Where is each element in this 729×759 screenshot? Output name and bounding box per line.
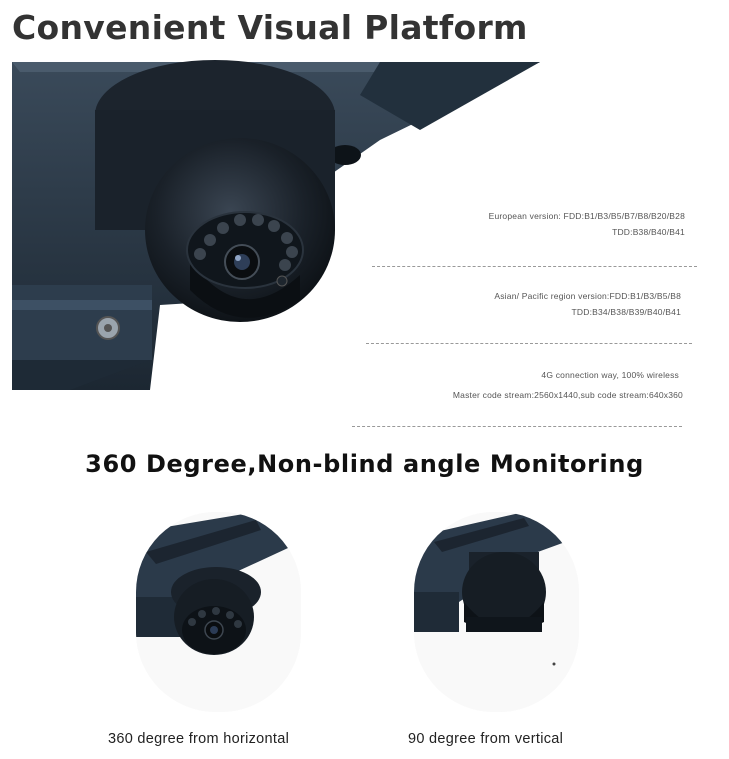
dome-camera-horizontal-icon [136, 512, 301, 712]
spec-connection: 4G connection way, 100% wireless [541, 367, 679, 383]
divider [366, 343, 692, 344]
spec-asia-fdd: Asian/ Pacific region version:FDD:B1/B3/… [494, 291, 681, 301]
divider [352, 426, 682, 427]
spec-asia: Asian/ Pacific region version:FDD:B1/B3/… [494, 288, 681, 320]
spec-stream-text: Master code stream:2560x1440,sub code st… [452, 390, 683, 400]
spec-european-tdd: TDD:B38/B40/B41 [612, 227, 685, 237]
spec-connection-text: 4G connection way, 100% wireless [541, 370, 679, 380]
monitoring-title: 360 Degree,Non-blind angle Monitoring [85, 450, 644, 478]
horizontal-camera-frame [136, 512, 301, 712]
spec-european: European version: FDD:B1/B3/B5/B7/B8/B20… [489, 208, 685, 240]
horizontal-caption: 360 degree from horizontal [108, 731, 290, 747]
vertical-caption: 90 degree from vertical [408, 731, 564, 747]
spec-stream: Master code stream:2560x1440,sub code st… [453, 387, 683, 403]
vertical-camera-frame [414, 512, 579, 712]
page-title: Convenient Visual Platform [12, 8, 528, 47]
dome-camera-vertical-icon [414, 512, 579, 712]
spec-asia-tdd: TDD:B34/B38/B39/B40/B41 [571, 307, 681, 317]
dome-camera-icon [12, 60, 540, 390]
divider [372, 266, 697, 267]
spec-european-fdd: European version: FDD:B1/B3/B5/B7/B8/B20… [488, 211, 685, 221]
